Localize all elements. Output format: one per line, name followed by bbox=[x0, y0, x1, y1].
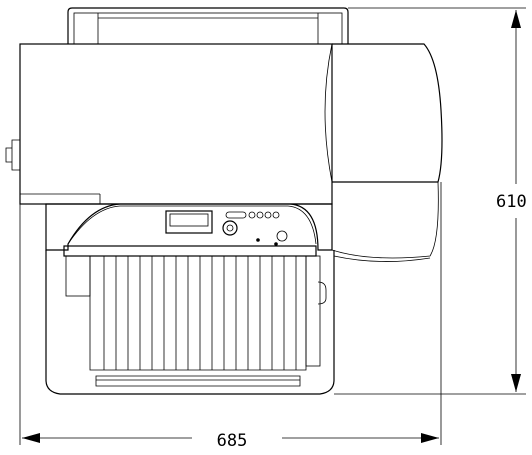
width-dimension-label: 685 bbox=[217, 431, 248, 451]
control-panel bbox=[45, 203, 333, 251]
height-dimension bbox=[334, 7, 526, 395]
lcd-display bbox=[165, 210, 213, 234]
power-knob bbox=[222, 220, 238, 236]
top-cover bbox=[5, 43, 333, 205]
width-dimension bbox=[19, 182, 442, 445]
side-cartridge-cover bbox=[324, 43, 443, 262]
height-dimension-label: 610 bbox=[496, 192, 527, 212]
rear-paper-input bbox=[67, 7, 349, 45]
output-tray bbox=[45, 245, 335, 395]
